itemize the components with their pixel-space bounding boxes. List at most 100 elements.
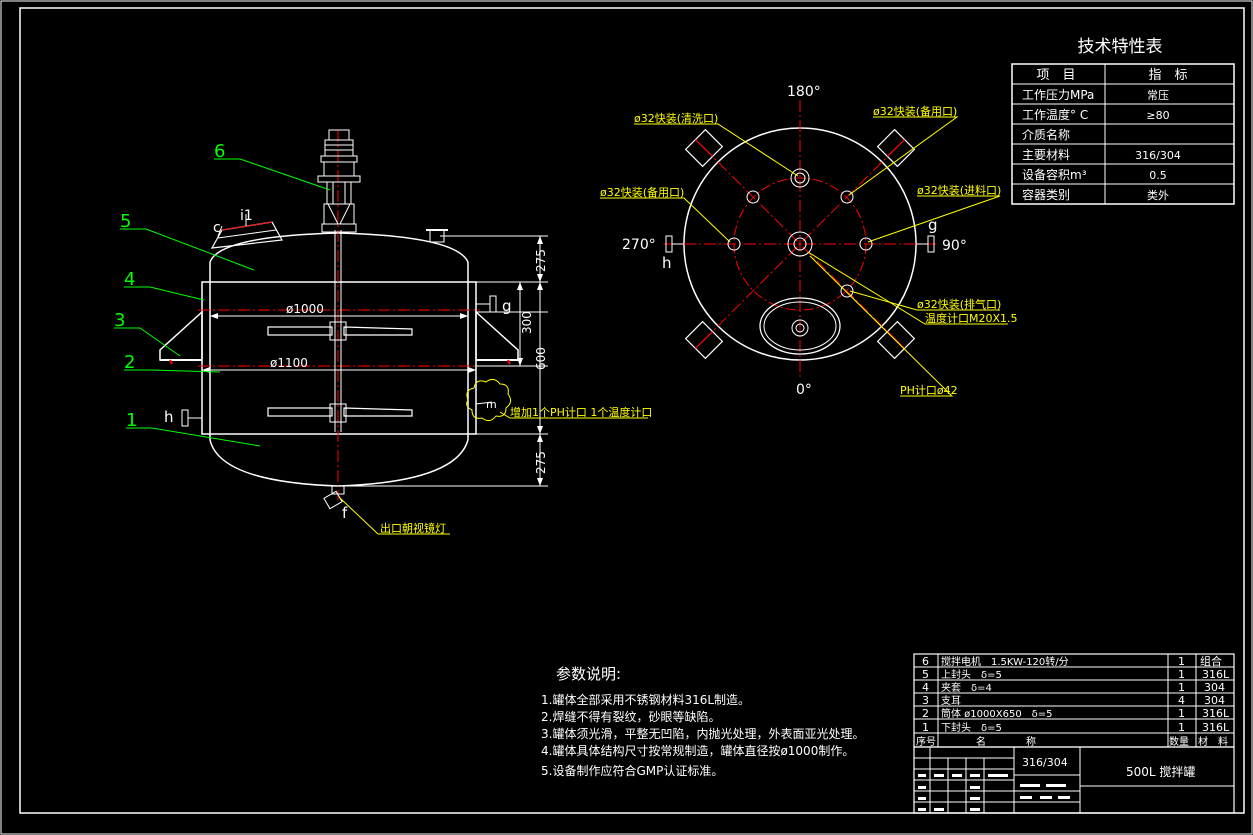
ph-temp-note: 增加1个PH计口 1个温度计口 [510,405,652,419]
spec-row-label: 主要材料 [1022,148,1070,162]
spec-table: 技术特性表 项 目 指 标 工作压力MPa 常压 工作温度° C ≥80 介质名… [1011,37,1235,205]
top-lugs [684,128,916,360]
upper-blade-right [343,326,413,336]
support-lug-right [475,310,519,361]
manhole-top [759,297,841,355]
angle-0: 0° [796,382,812,398]
note-line: 1.罐体全部采用不锈钢材料316L制造。 [541,692,750,707]
inner-frame [19,7,1245,814]
top-nozzle-h: h [662,254,672,272]
dim-d1100: ø1100 [270,356,308,370]
spec-header-item: 项 目 [1036,68,1075,83]
spec-row-label: 工作压力MPa [1022,88,1094,102]
manhole [210,214,283,249]
bom-qty: 1 [1178,681,1185,694]
nozzle-label-g: g [502,297,512,315]
note-line: 4.罐体具体结构尺寸按常规制造，罐体直径按ø1000制作。 [541,743,854,758]
note-line: 5.设备制作应符合GMP认证标准。 [541,763,723,778]
angle-90: 90° [942,238,967,254]
dim-300: 300 [520,311,534,334]
bom-name: 下封头 δ=5 [941,721,1002,734]
part-leaders [114,158,331,447]
bom-material: 316L [1202,721,1230,734]
jacket [201,281,477,435]
spec-row-label: 工作温度° C [1022,107,1088,122]
bom-no: 2 [922,707,929,720]
bom-header-qty: 数量 [1169,735,1189,748]
part-label-6: 6 [214,141,225,162]
spec-row-value: 0.5 [1149,169,1167,182]
part-label-1: 1 [126,410,137,431]
part-label-5: 5 [120,211,131,232]
bom-name: 搅拌电机 1.5KW-120转/分 [941,655,1069,668]
part-label-4: 4 [124,269,135,290]
bom-name: 上封头 δ=5 [941,668,1002,681]
spec-row-value: ≥80 [1146,109,1169,122]
note-line: 3.罐体须光滑，平整无凹陷，内抛光处理，外表面亚光处理。 [541,726,864,741]
revision-cloud [466,378,512,422]
spec-table-title: 技术特性表 [1078,37,1163,57]
bom-name: 夹套 δ=4 [941,681,992,694]
bom-qty: 1 [1178,668,1185,681]
callout-leaders [600,116,1008,397]
bom-material: 304 [1204,694,1225,707]
bom-material: 316L [1202,707,1230,720]
spec-row-value: 常压 [1147,89,1169,102]
bom-header-name-2: 称 [1026,735,1036,748]
part-label-3: 3 [114,310,125,331]
upper-blade-left [267,326,333,336]
support-lug-left [159,310,203,361]
front-view: ø1000 ø1100 [114,129,652,535]
callout-wash: ø32快装(清洗口) [634,112,718,125]
top-nozzle-g: g [928,216,938,234]
bom-qty: 1 [1178,721,1185,734]
bom-material: 316L [1202,668,1230,681]
bom-no: 4 [922,681,929,694]
bom-header-no: 序号 [916,735,936,748]
bom-no: 1 [922,721,929,734]
callout-vent: ø32快装(排气口) [917,297,1001,311]
lower-blade-right [343,407,413,417]
callout-ph: PH计口ø42 [900,384,958,397]
nozzle-label-c: c [213,220,221,236]
bom-header-name-1: 名 [976,735,986,748]
callout-spare-1: ø32快装(备用口) [873,104,957,118]
bom-header-material: 材 料 [1198,735,1228,748]
callout-inlet: ø32快装(进料口) [917,183,1001,197]
bom-material: 304 [1204,681,1225,694]
notes-title: 参数说明: [556,665,621,683]
nozzle-label-i1: i1 [240,208,253,224]
bom-no: 6 [922,655,929,668]
title-block-name: 500L 搅拌罐 [1126,764,1195,779]
dim-275-bottom: 275 [534,451,548,474]
agitator-motor [317,129,361,233]
spec-row-label: 介质名称 [1022,127,1070,142]
bom-qty: 1 [1178,655,1185,668]
nozzle-label-m: m [486,398,497,411]
spec-row-label: 设备容积m³ [1022,167,1087,182]
note-line: 2.焊缝不得有裂纹，砂眼等缺陷。 [541,709,720,724]
notes-block: 参数说明: 1.罐体全部采用不锈钢材料316L制造。 2.焊缝不得有裂纹，砂眼等… [541,665,864,778]
lower-head [209,439,469,487]
bom-no: 5 [922,668,929,681]
angle-270: 270° [622,237,656,253]
title-block-material: 316/304 [1022,756,1068,769]
dim-d1000: ø1000 [286,302,324,316]
upper-head [209,232,469,263]
bom-name: 筒体 ø1000X650 δ=5 [941,707,1053,720]
angle-180: 180° [787,84,821,100]
callout-thermo: 温度计口M20X1.5 [925,311,1018,325]
title-block: 316/304 500L 搅拌罐 [913,746,1235,814]
nozzle-label-h: h [164,408,174,426]
callout-spare-2: ø32快装(备用口) [600,185,684,199]
nozzle-label-f: f [342,504,348,522]
part-label-2: 2 [124,352,135,373]
title-block-cell-marks [918,774,1070,811]
bom-qty: 4 [1178,694,1185,707]
spec-row-value: 316/304 [1135,149,1181,162]
spec-header-value: 指 标 [1148,68,1187,83]
bom-material: 组合 [1200,654,1222,668]
dim-275-top: 275 [534,249,548,272]
